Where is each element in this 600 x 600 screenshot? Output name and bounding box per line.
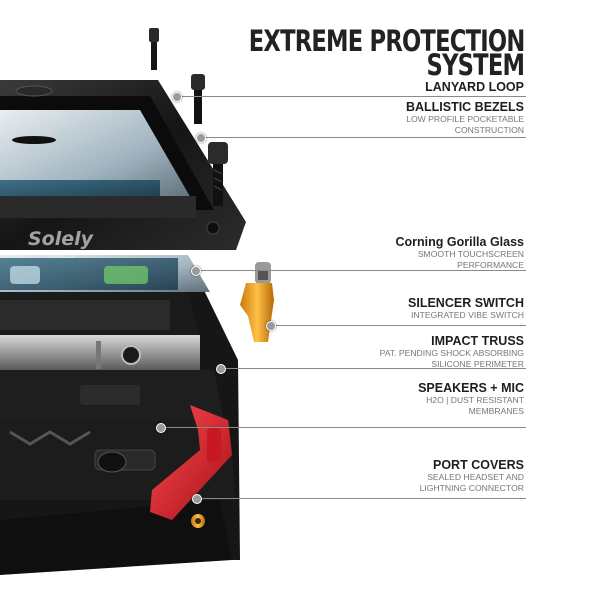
feature-subtext: H2O | DUST RESISTANT <box>426 395 524 405</box>
feature-port-covers: PORT COVERS SEALED HEADSET AND LIGHTNING… <box>420 458 524 494</box>
feature-subtext: MEMBRANES <box>468 406 524 416</box>
callout-dot-speakers <box>156 423 166 433</box>
callout-dot-bezels <box>196 133 206 143</box>
feature-lanyard-loop: LANYARD LOOP <box>425 80 524 94</box>
feature-subtext: SEALED HEADSET AND <box>427 472 524 482</box>
page-title-line1: EXTREME PROTECTION <box>248 24 524 58</box>
leader-line-lanyard <box>176 96 526 97</box>
leader-line-impact <box>220 368 526 369</box>
watermark-tagline: CASES <box>48 251 75 260</box>
leader-line-speakers <box>160 427 526 428</box>
feature-ballistic-bezels: BALLISTIC BEZELS LOW PROFILE POCKETABLE … <box>406 100 524 136</box>
feature-heading: LANYARD LOOP <box>425 80 524 94</box>
feature-speakers-mic: SPEAKERS + MIC H2O | DUST RESISTANT MEMB… <box>418 381 524 417</box>
callout-dot-impact <box>216 364 226 374</box>
leader-line-bezels <box>200 137 526 138</box>
feature-silencer-switch: SILENCER SWITCH INTEGRATED VIBE SWITCH <box>408 296 524 321</box>
feature-subtext: LIGHTNING CONNECTOR <box>419 483 524 493</box>
feature-heading: SPEAKERS + MIC <box>418 381 524 395</box>
feature-subtext: CONSTRUCTION <box>454 125 524 135</box>
feature-subtext: PAT. PENDING SHOCK ABSORBING <box>379 348 524 358</box>
leader-line-ports <box>196 498 526 499</box>
feature-impact-truss: IMPACT TRUSS PAT. PENDING SHOCK ABSORBIN… <box>380 334 524 370</box>
callout-dot-glass <box>191 266 201 276</box>
feature-heading: SILENCER SWITCH <box>408 296 524 310</box>
callout-dot-silencer <box>266 321 276 331</box>
callout-dot-ports <box>192 494 202 504</box>
feature-subtext: PERFORMANCE <box>457 260 524 270</box>
feature-heading: Corning Gorilla Glass <box>395 235 525 249</box>
feature-heading: BALLISTIC BEZELS <box>405 100 524 114</box>
feature-subtext: SILICONE PERIMETER <box>431 359 524 369</box>
feature-subtext: INTEGRATED VIBE SWITCH <box>411 310 524 320</box>
feature-subtext: SMOOTH TOUCHSCREEN <box>417 249 524 259</box>
leader-line-glass <box>195 270 526 271</box>
watermark-logo: Solely <box>28 228 94 250</box>
feature-heading: IMPACT TRUSS <box>431 334 524 348</box>
page-title-line2: SYSTEM <box>426 48 524 82</box>
feature-subtext: LOW PROFILE POCKETABLE <box>406 114 524 124</box>
feature-heading: PORT COVERS <box>433 458 524 472</box>
feature-gorilla-glass: Corning Gorilla Glass SMOOTH TOUCHSCREEN… <box>396 235 525 271</box>
leader-line-silencer <box>270 325 526 326</box>
callout-dot-lanyard <box>172 92 182 102</box>
